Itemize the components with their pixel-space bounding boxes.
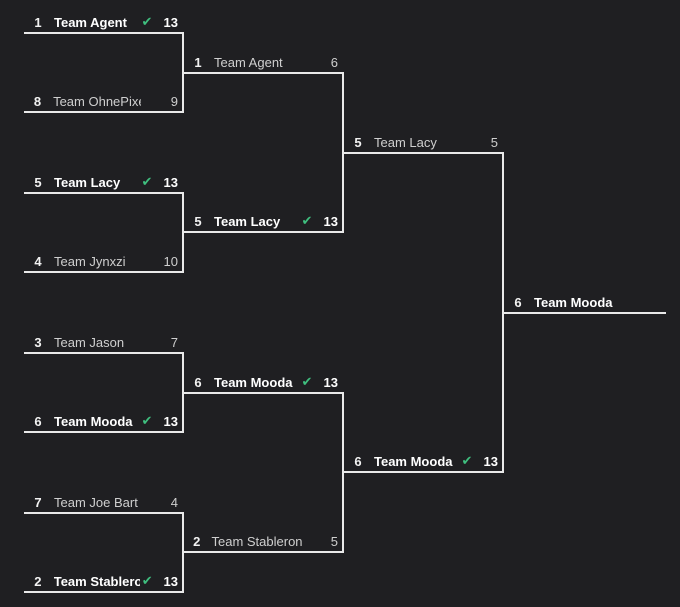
team-score: 13 [323,374,338,390]
team-score: 5 [490,134,498,150]
team-score: 7 [170,334,178,350]
check-icon: ✔ [141,14,153,29]
bracket-slot[interactable]: 1 Team Agent ✔ 13 [24,12,184,34]
team-score: 13 [163,14,178,30]
team-name: Team Mooda [214,374,293,390]
team-name: Team Jynxzi [54,253,126,269]
check-icon: ✔ [141,573,153,588]
team-score: 5 [330,533,338,549]
team-name: Team Joe Bart [54,494,138,510]
bracket-slot[interactable]: 6 Team Mooda [504,292,666,314]
team-score: 4 [170,494,178,510]
bracket-slot[interactable]: 4 Team Jynxzi 10 [24,251,184,273]
team-seed: 5 [194,213,202,229]
bracket-slot[interactable]: 6 Team Mooda ✔ 13 [184,372,344,394]
team-seed: 6 [354,453,362,469]
bracket-connector [342,72,344,233]
bracket-slot[interactable]: 2 Team Stableronaldo 5 [184,531,344,553]
bracket-slot[interactable]: 5 Team Lacy 5 [344,132,504,154]
team-seed: 6 [194,374,202,390]
team-score: 13 [163,573,178,589]
bracket-slot[interactable]: 5 Team Lacy ✔ 13 [24,172,184,194]
team-seed: 1 [34,14,42,30]
bracket-connector [182,512,184,593]
team-seed: 4 [34,253,42,269]
bracket-slot[interactable]: 6 Team Mooda ✔ 13 [24,411,184,433]
bracket-slot[interactable]: 7 Team Joe Bart 4 [24,492,184,514]
bracket-connector [182,32,184,113]
check-icon: ✔ [461,453,473,468]
team-seed: 2 [34,573,42,589]
bracket-slot[interactable]: 6 Team Mooda ✔ 13 [344,451,504,473]
team-seed: 2 [193,533,201,549]
team-name: Team Stablero [53,573,141,589]
bracket-slot[interactable]: 3 Team Jason 7 [24,332,184,354]
bracket-connector [342,392,344,553]
team-name: Team Lacy [54,174,121,190]
bracket-slot[interactable]: 5 Team Lacy ✔ 13 [184,211,344,233]
team-name: Team Lacy [214,213,281,229]
team-name: Team Mooda [374,453,453,469]
team-seed: 1 [194,54,202,70]
team-score: 10 [163,253,178,269]
bracket-slot[interactable]: 2 Team Stablero✔ 13 [24,571,184,593]
team-name: Team Lacy [374,134,437,150]
team-score: 13 [163,413,178,429]
team-score: 13 [163,174,178,190]
team-seed: 5 [34,174,42,190]
team-name: Team Mooda [534,294,613,310]
team-name: Team Jason [54,334,125,350]
team-seed: 3 [34,334,42,350]
bracket-connector [182,192,184,273]
team-seed: 8 [33,93,42,109]
team-name: Team OhnePixel [53,93,142,109]
check-icon: ✔ [141,413,153,428]
team-seed: 7 [34,494,42,510]
team-score: 6 [330,54,338,70]
team-score: 9 [170,93,179,109]
bracket-connector [502,152,504,473]
team-name: Team Mooda [54,413,133,429]
bracket-slot[interactable]: 8 Team OhnePixel 9 [24,91,184,113]
check-icon: ✔ [301,374,313,389]
team-seed: 6 [514,294,522,310]
team-score: 13 [483,453,498,469]
check-icon: ✔ [301,213,313,228]
team-score: 13 [323,213,338,229]
team-name: Team Stableronaldo [211,533,303,549]
team-name: Team Agent [54,14,127,30]
team-seed: 6 [34,413,42,429]
bracket-connector [182,352,184,433]
check-icon: ✔ [141,174,153,189]
bracket-slot[interactable]: 1 Team Agent 6 [184,52,344,74]
team-name: Team Agent [214,54,283,70]
team-seed: 5 [354,134,362,150]
